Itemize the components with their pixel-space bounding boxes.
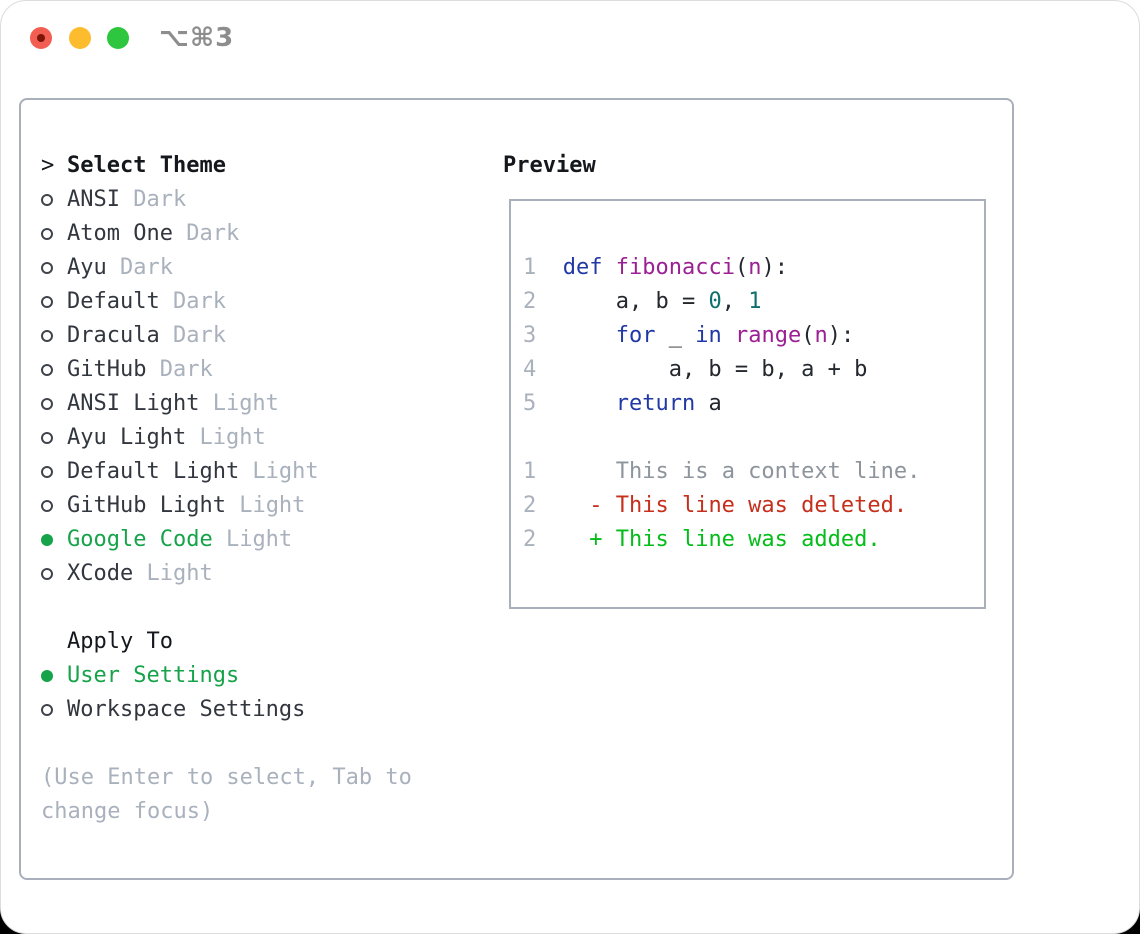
theme-variant-label: Light [186, 425, 266, 450]
prompt-icon: > [41, 153, 55, 178]
preview-label: Preview [503, 153, 596, 178]
radio-icon [41, 319, 67, 353]
radio-icon [41, 251, 67, 285]
preview-box: 1 def fibonacci(n): 2 a, b = 0, 1 3 for _ … [509, 199, 986, 609]
radio-icon [41, 421, 67, 455]
code-line [523, 421, 920, 455]
theme-item-ayu[interactable]: Ayu Dark [41, 251, 481, 285]
select-theme-label: Select Theme [67, 153, 226, 178]
theme-item-label: Default [67, 289, 160, 314]
radio-icon [41, 557, 67, 591]
window-title: ⌥⌘3 [159, 23, 235, 53]
radio-icon [41, 285, 67, 319]
code-line: 5 return a [523, 391, 722, 416]
close-button[interactable] [30, 27, 52, 49]
theme-variant-label: Dark [159, 289, 226, 314]
marker-placeholder [41, 625, 67, 659]
theme-variant-label: Dark [159, 323, 226, 348]
theme-variant-label: Dark [146, 357, 213, 382]
radio-icon [41, 353, 67, 387]
theme-item-label: Ayu Light [67, 425, 187, 450]
theme-item-label: Default Light [67, 459, 240, 484]
theme-variant-label: Light [239, 459, 319, 484]
theme-item-label: GitHub [67, 357, 147, 382]
theme-item-default-light[interactable]: Default Light Light [41, 455, 481, 489]
code-line: 1 def fibonacci(n): [523, 255, 788, 280]
theme-item-label: Dracula [67, 323, 160, 348]
code-line: 4 a, b = b, a + b [523, 357, 868, 382]
theme-variant-label: Light [212, 527, 293, 552]
radio-icon [41, 489, 67, 523]
theme-item-default[interactable]: Default Dark [41, 285, 481, 319]
theme-variant-label: Light [133, 561, 213, 586]
theme-item-dracula[interactable]: Dracula Dark [41, 319, 481, 353]
apply-option-workspace-settings[interactable]: Workspace Settings [41, 693, 481, 727]
titlebar: ⌥⌘3 [1, 1, 1139, 75]
theme-item-label: GitHub Light [67, 493, 226, 518]
theme-item-label: Google Code [67, 527, 213, 552]
radio-icon [41, 217, 67, 251]
radio-icon [41, 693, 67, 727]
theme-item-ansi[interactable]: ANSI Dark [41, 183, 481, 217]
radio-selected-icon [41, 523, 67, 557]
theme-item-label: ANSI [67, 187, 120, 212]
apply-option-label: Workspace Settings [67, 697, 306, 722]
theme-item-label: ANSI Light [67, 391, 200, 416]
apply-option-user-settings[interactable]: User Settings [41, 659, 481, 693]
apply-option-label: User Settings [67, 663, 240, 688]
theme-item-ansi-light[interactable]: ANSI Light Light [41, 387, 481, 421]
radio-icon [41, 455, 67, 489]
theme-variant-label: Dark [119, 187, 187, 212]
minimize-button[interactable] [69, 27, 91, 49]
theme-variant-label: Dark [106, 255, 173, 280]
apply-to-header: Apply To [41, 625, 481, 659]
theme-item-label: XCode [67, 561, 134, 586]
radio-selected-icon [41, 659, 67, 693]
code-line: 2 a, b = 0, 1 [523, 289, 762, 314]
radio-icon [41, 387, 67, 421]
theme-item-label: Atom One [67, 221, 173, 246]
theme-item-ayu-light[interactable]: Ayu Light Light [41, 421, 481, 455]
code-line: 2 + This line was added. [523, 527, 881, 552]
theme-variant-label: Light [225, 493, 306, 518]
code-line: 2 - This line was deleted. [523, 493, 908, 518]
theme-item-atom-one[interactable]: Atom One Dark [41, 217, 481, 251]
theme-item-github-light[interactable]: GitHub Light Light [41, 489, 481, 523]
spacer [41, 727, 481, 761]
theme-item-github[interactable]: GitHub Dark [41, 353, 481, 387]
preview-code: 1 def fibonacci(n): 2 a, b = 0, 1 3 for _ … [523, 251, 920, 557]
theme-item-label: Ayu [67, 255, 107, 280]
theme-item-google-code[interactable]: Google Code Light [41, 523, 481, 557]
spacer [41, 591, 481, 625]
radio-icon [41, 183, 67, 217]
theme-variant-label: Light [199, 391, 279, 416]
apply-to-label: Apply To [67, 629, 173, 654]
theme-item-xcode[interactable]: XCode Light [41, 557, 481, 591]
code-line: 3 for _ in range(n): [523, 323, 855, 348]
code-line: 1 This is a context line. [523, 459, 921, 484]
theme-variant-label: Dark [172, 221, 240, 246]
zoom-button[interactable] [107, 27, 129, 49]
select-theme-header: > Select Theme [41, 149, 481, 183]
keyboard-hint: (Use Enter to select, Tab to change focu… [41, 765, 412, 824]
